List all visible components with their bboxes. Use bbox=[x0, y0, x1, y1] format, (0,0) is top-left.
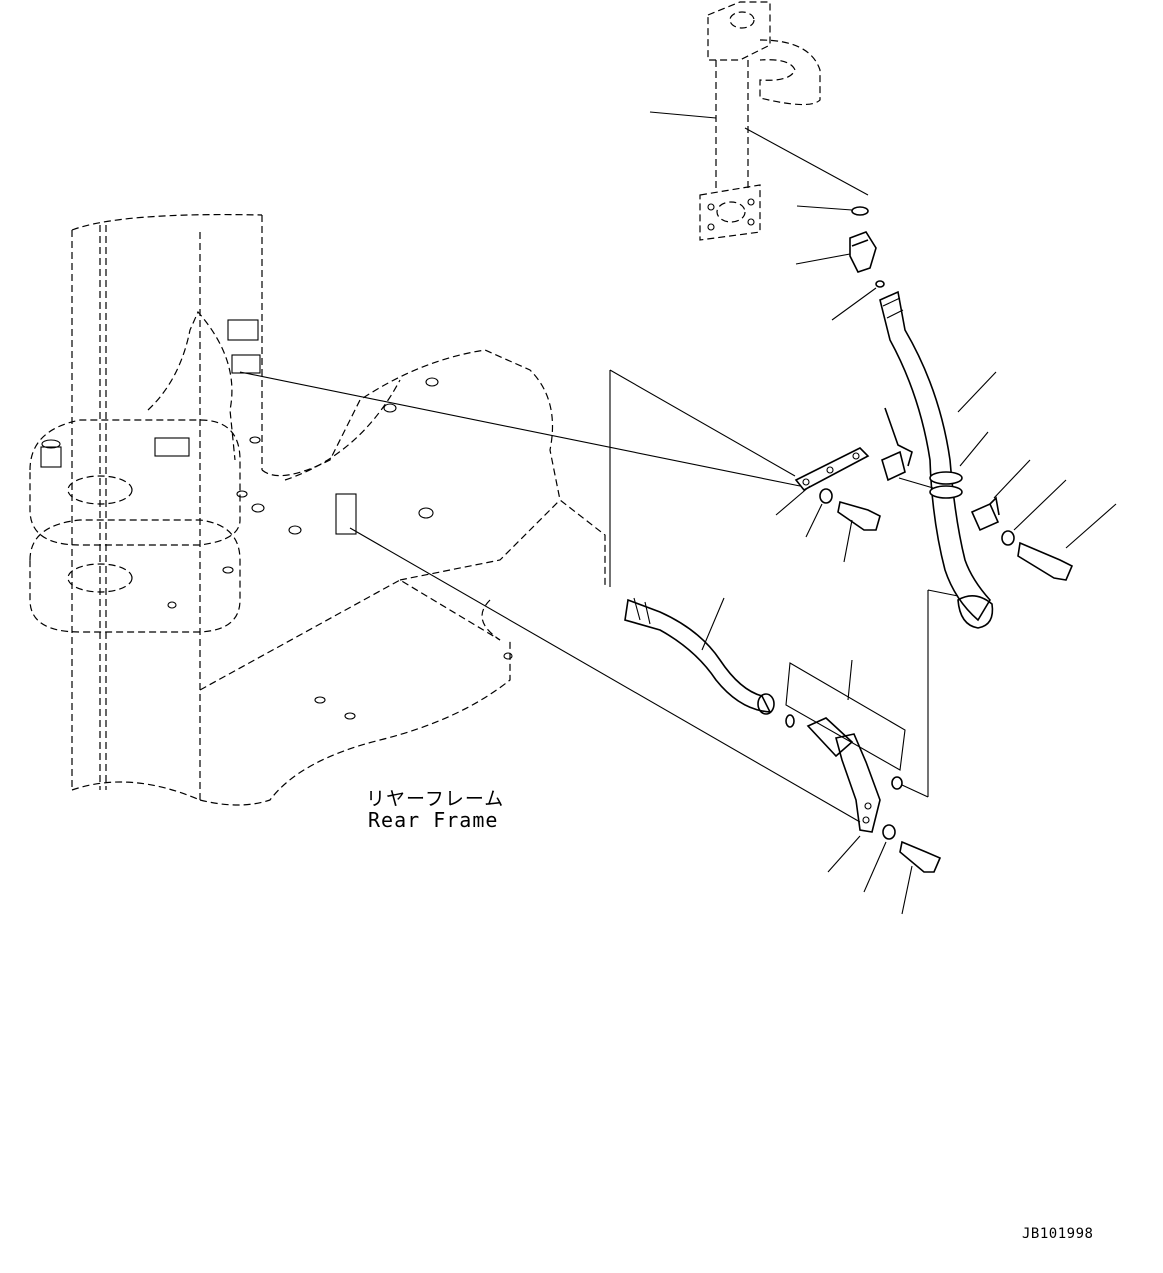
callout-leaders bbox=[649, 111, 1117, 915]
rear-frame-label-en: Rear Frame bbox=[368, 808, 499, 832]
rear-frame-label-jp: リヤーフレーム bbox=[366, 788, 505, 810]
rear-frame-outline bbox=[29, 213, 606, 806]
upper-fittings bbox=[849, 206, 885, 288]
clamp-plate bbox=[794, 407, 913, 531]
lower-bracket bbox=[785, 662, 942, 873]
lower-hose bbox=[624, 597, 775, 715]
upper-pipe bbox=[699, 1, 821, 241]
upper-hose bbox=[879, 290, 994, 629]
drawing-code: JB101998 bbox=[1022, 1226, 1094, 1242]
clip-and-bolt bbox=[970, 496, 1074, 581]
assembly-lines bbox=[239, 127, 959, 823]
